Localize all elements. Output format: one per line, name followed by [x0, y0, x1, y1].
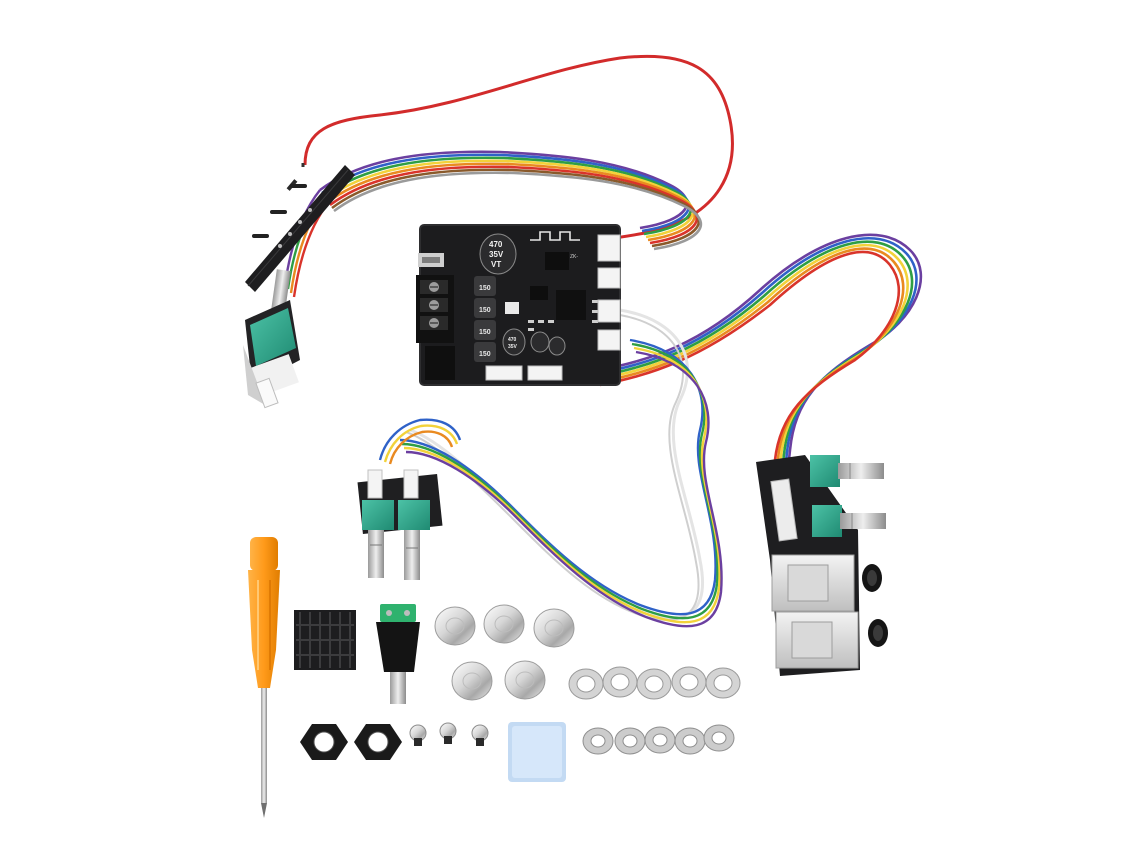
svg-text:150: 150: [479, 307, 491, 314]
washer-group: [568, 666, 741, 755]
audio-jack-top: [771, 554, 882, 612]
ribbon-cable-lower: [378, 308, 723, 628]
capacitor-small-2: [530, 331, 550, 353]
inductor-4: 150: [474, 342, 496, 362]
knob-group: [434, 604, 575, 701]
right-control-module: [756, 455, 888, 676]
knob-5: [504, 660, 546, 700]
thermal-pad: [508, 722, 566, 782]
screw-terminal-1: [420, 280, 448, 294]
svg-text:ZK-: ZK-: [570, 254, 578, 260]
svg-text:470: 470: [508, 337, 517, 343]
main-amplifier-board: 470 35V VT 150 150 150 150 470 35V: [416, 224, 621, 386]
svg-text:35V: 35V: [508, 344, 518, 350]
right-potentiometer-top: [810, 455, 884, 487]
washer-top-row: [568, 666, 741, 700]
hex-nut-1: [300, 724, 348, 760]
screwdriver: [248, 537, 280, 818]
capacitor-small-1: 470 35V: [502, 328, 526, 356]
control-strip-board: [245, 165, 355, 292]
knob-1: [434, 606, 476, 646]
screw-terminal-3: [420, 316, 448, 330]
capacitor-large: 470 35V VT: [479, 233, 517, 275]
capacitor-small-3: [548, 336, 566, 356]
knob-2: [483, 604, 525, 644]
right-potentiometer-bottom: [812, 505, 886, 537]
svg-text:470: 470: [489, 240, 503, 249]
screw-2: [439, 722, 457, 744]
svg-text:150: 150: [479, 285, 491, 292]
screw-group: [409, 722, 489, 746]
dual-potentiometer: [357, 469, 443, 580]
screw-3: [471, 724, 489, 746]
inductor-3: 150: [474, 320, 496, 340]
inductor-2: 150: [474, 298, 496, 318]
audio-jack-bottom: [775, 611, 888, 669]
svg-text:VT: VT: [491, 260, 501, 269]
screw-1: [409, 724, 427, 746]
hex-nut-2: [354, 724, 402, 760]
svg-text:150: 150: [479, 329, 491, 336]
ribbon-cable-right: [599, 233, 923, 521]
knob-3: [533, 608, 575, 648]
inductor-1: 150: [474, 276, 496, 296]
dc-adapter-plug: [376, 604, 420, 704]
component-pads: [528, 300, 598, 331]
knob-4: [451, 661, 493, 701]
washer-bottom-row: [582, 724, 735, 755]
red-power-wire: [301, 54, 734, 242]
heatsink: [294, 610, 356, 670]
svg-text:35V: 35V: [489, 250, 504, 259]
screw-terminal-2: [420, 298, 448, 312]
svg-text:150: 150: [479, 351, 491, 358]
left-potentiometer: [243, 269, 300, 409]
hex-nut-group: [300, 724, 402, 760]
